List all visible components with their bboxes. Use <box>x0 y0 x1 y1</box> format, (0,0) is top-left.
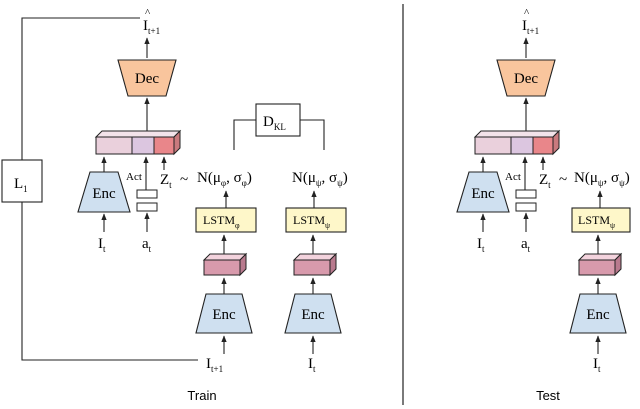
l1-label: L1 <box>14 176 28 194</box>
test-action-cell-1 <box>515 189 537 199</box>
l1-loop-bottom <box>21 202 198 361</box>
lstm-phi-label: LSTMφ <box>203 213 240 230</box>
test-decoder-block <box>496 59 556 97</box>
test-lstm-psi-label: LSTMψ <box>578 213 615 230</box>
test-caption: Test <box>536 388 560 403</box>
act-label: Act <box>126 171 142 183</box>
test-concat-embedding <box>473 129 561 156</box>
lstm-psi-label: LSTMψ <box>293 213 330 230</box>
input-a-t: at <box>142 236 152 254</box>
tilde-symbol: ~ <box>180 172 188 188</box>
input-i-t-plus-1: It+1 <box>206 356 223 374</box>
prior-phi-distribution: N(μφ, σφ) <box>197 170 252 188</box>
test-tilde-symbol: ~ <box>559 172 567 188</box>
concat-embedding <box>94 129 182 156</box>
test-input-i-t-psi: It <box>593 356 601 374</box>
test-action-cell-2 <box>515 202 537 212</box>
test-encoder-psi-block <box>569 293 627 334</box>
dkl-left-bracket <box>233 119 256 150</box>
lstm-psi-block <box>285 207 347 233</box>
test-encoder-block <box>456 171 510 213</box>
dkl-box <box>255 103 301 137</box>
train-panel: L1 ^ It+1 Dec DKL Enc It Act <box>1 7 348 403</box>
prior-psi-distribution: N(μψ, σψ) <box>292 170 348 188</box>
input-i-t: It <box>98 236 106 254</box>
dkl-right-bracket <box>300 119 325 150</box>
encoder-phi-block <box>195 293 253 334</box>
test-input-a-t: at <box>521 236 531 254</box>
test-encoder-label: Enc <box>471 186 495 202</box>
l1-box <box>1 159 43 203</box>
test-decoder-label: Dec <box>514 71 538 87</box>
input-i-t-psi: It <box>308 356 316 374</box>
l1-loop-top <box>21 17 140 160</box>
test-input-i-t: It <box>477 236 485 254</box>
z-t-label: Zt <box>160 172 172 190</box>
test-i-hat-accent: ^ <box>524 7 530 19</box>
encoder-psi-label: Enc <box>301 307 325 323</box>
test-i-hat-label: It+1 <box>522 18 539 36</box>
test-lstm-psi-block <box>571 207 631 233</box>
action-cell-2 <box>136 202 158 212</box>
i-hat-label: It+1 <box>143 18 160 36</box>
action-cell-1 <box>136 189 158 199</box>
test-z-t-label: Zt <box>539 172 551 190</box>
decoder-label: Dec <box>135 71 159 87</box>
encoder-psi-block <box>284 293 342 334</box>
test-prior-psi-distribution: N(μψ, σψ) <box>574 170 630 188</box>
encoder-block <box>77 171 131 213</box>
decoder-block <box>117 59 177 97</box>
latent-phi-block <box>202 252 248 277</box>
encoder-phi-label: Enc <box>212 307 236 323</box>
train-caption: Train <box>187 388 216 403</box>
lstm-phi-block <box>195 207 257 233</box>
dkl-label: DKL <box>263 114 286 132</box>
encoder-label: Enc <box>92 186 116 202</box>
test-latent-psi-block <box>577 252 623 277</box>
test-encoder-psi-label: Enc <box>586 307 610 323</box>
latent-psi-block <box>292 252 338 277</box>
test-act-label: Act <box>505 171 521 183</box>
test-panel: ^ It+1 Dec Enc It Act at Zt ~ N(μψ <box>456 7 631 403</box>
i-hat-accent: ^ <box>145 7 151 19</box>
